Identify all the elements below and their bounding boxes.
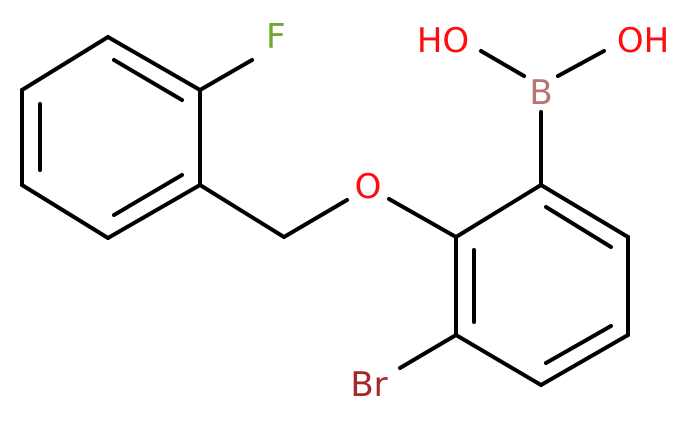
hydroxyl-right-label: OH <box>617 21 669 61</box>
bond <box>112 58 184 102</box>
bond-o-c <box>387 197 458 239</box>
boron-label: B <box>529 73 552 113</box>
fluorine-label: F <box>266 17 286 57</box>
bond <box>106 35 202 92</box>
bond <box>539 333 630 387</box>
bond <box>20 35 110 92</box>
bond-b-oh-right <box>556 49 606 78</box>
bond-c-br <box>398 333 458 370</box>
bromine-label: Br <box>350 365 387 405</box>
bond <box>20 183 110 240</box>
bond-b-oh-left <box>479 49 526 78</box>
bond <box>106 183 202 240</box>
bond <box>544 205 613 249</box>
oxygen-label: O <box>355 167 382 207</box>
bond <box>112 173 184 217</box>
fluorophenyl-ring <box>20 35 202 240</box>
bond-c-ch2 <box>198 183 286 239</box>
bond <box>539 183 630 239</box>
bromophenyl-ring <box>454 183 630 387</box>
hydroxyl-left-label: HO <box>417 21 469 61</box>
bond-c-f <box>198 58 254 92</box>
bond-ch2-o <box>282 198 349 239</box>
bond <box>544 324 613 365</box>
bond <box>454 333 543 387</box>
bond <box>454 183 543 239</box>
